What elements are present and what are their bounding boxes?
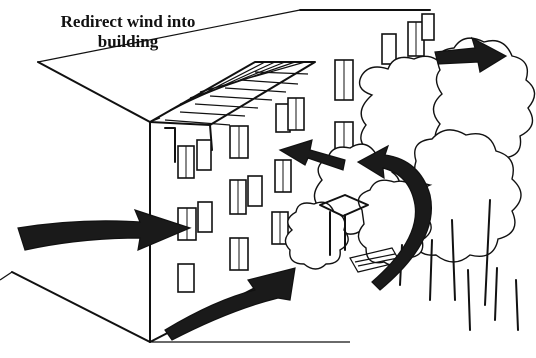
wind-arrow-left [18,210,190,250]
caption-line-2: building [38,32,218,52]
caption-line-1: Redirect wind into [38,12,218,32]
figure-caption: Redirect wind into building [38,12,218,52]
